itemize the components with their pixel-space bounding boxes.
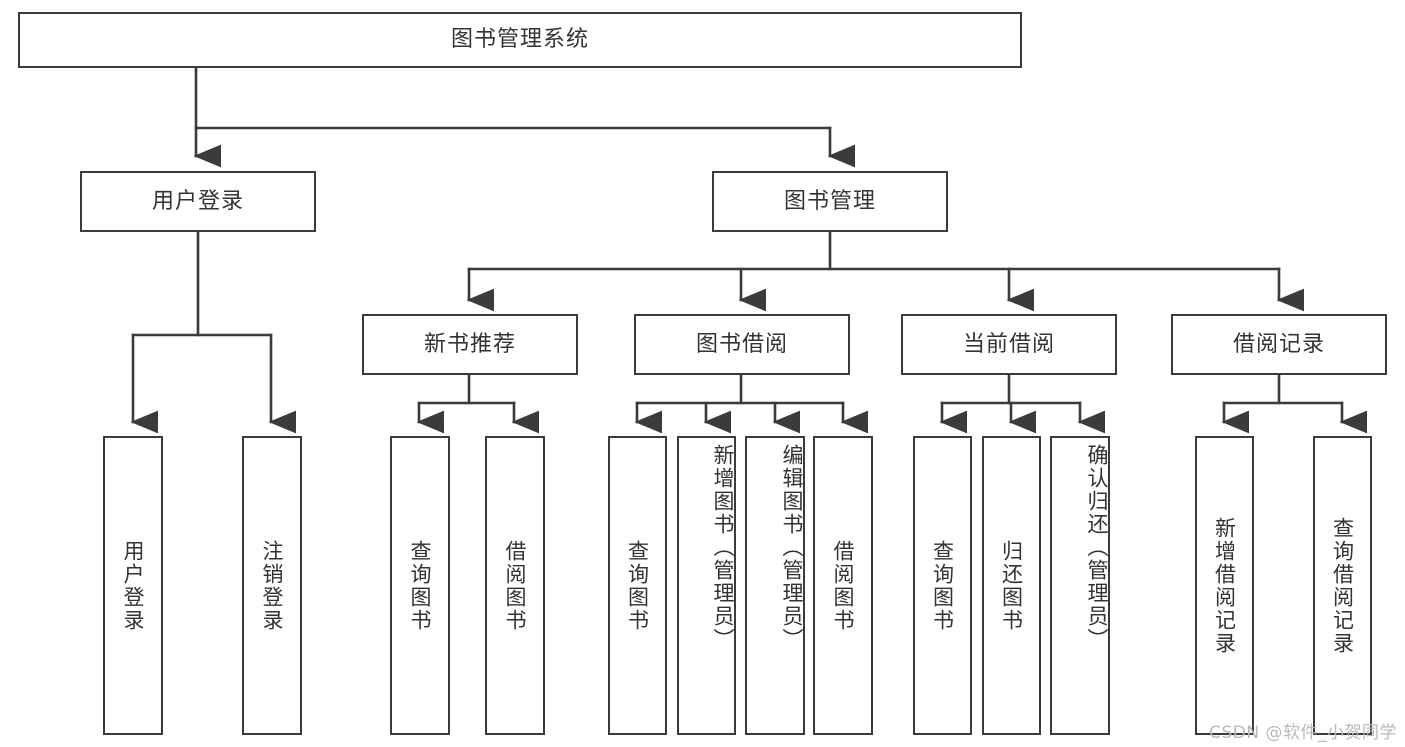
node-current-borrow[interactable]: 当前借阅: [901, 314, 1117, 375]
leaf-current-query-books-label: 查询图书: [930, 539, 955, 632]
node-borrow-record[interactable]: 借阅记录: [1171, 314, 1387, 375]
leaf-logout[interactable]: 注销登录: [242, 436, 302, 735]
node-current-borrow-label: 当前借阅: [962, 331, 1055, 357]
node-book-borrow[interactable]: 图书借阅: [634, 314, 850, 375]
leaf-current-return-books[interactable]: 归还图书: [982, 436, 1041, 735]
leaf-borrow-add-book-admin[interactable]: 新增图书（管理员）: [677, 436, 736, 735]
leaf-record-add-record-label: 新增借阅记录: [1212, 516, 1237, 655]
leaf-borrow-edit-book-admin[interactable]: 编辑图书（管理员）: [745, 436, 805, 735]
node-user-login[interactable]: 用户登录: [80, 171, 316, 232]
leaf-borrow-borrow-books[interactable]: 借阅图书: [813, 436, 873, 735]
leaf-record-add-record[interactable]: 新增借阅记录: [1195, 436, 1254, 735]
leaf-newbook-borrow-books[interactable]: 借阅图书: [485, 436, 545, 735]
leaf-borrow-add-book-admin-label: 新增图书（管理员）: [711, 444, 735, 651]
leaf-current-query-books[interactable]: 查询图书: [913, 436, 972, 735]
node-root-label: 图书管理系统: [450, 27, 589, 53]
node-new-book-recommend[interactable]: 新书推荐: [362, 314, 578, 375]
node-book-borrow-label: 图书借阅: [695, 331, 788, 357]
leaf-user-login-label: 用户登录: [121, 539, 146, 632]
leaf-borrow-query-books-label: 查询图书: [625, 539, 650, 632]
leaf-newbook-borrow-books-label: 借阅图书: [503, 539, 528, 632]
leaf-newbook-query-books-label: 查询图书: [408, 539, 433, 632]
node-book-management[interactable]: 图书管理: [712, 171, 948, 232]
leaf-current-confirm-return-admin[interactable]: 确认归还（管理员）: [1050, 436, 1110, 735]
node-book-management-label: 图书管理: [783, 188, 876, 214]
leaf-borrow-query-books[interactable]: 查询图书: [608, 436, 667, 735]
leaf-logout-label: 注销登录: [260, 539, 285, 632]
leaf-record-query-record-label: 查询借阅记录: [1330, 516, 1355, 655]
leaf-user-login[interactable]: 用户登录: [103, 436, 163, 735]
node-user-login-label: 用户登录: [151, 188, 244, 214]
node-borrow-record-label: 借阅记录: [1232, 331, 1325, 357]
leaf-current-confirm-return-admin-label: 确认归还（管理员）: [1085, 444, 1109, 651]
leaf-current-return-books-label: 归还图书: [999, 539, 1024, 632]
node-new-book-recommend-label: 新书推荐: [423, 331, 516, 357]
leaf-borrow-edit-book-admin-label: 编辑图书（管理员）: [780, 444, 804, 651]
leaf-borrow-borrow-books-label: 借阅图书: [831, 539, 856, 632]
node-root[interactable]: 图书管理系统: [18, 12, 1022, 68]
leaf-newbook-query-books[interactable]: 查询图书: [390, 436, 450, 735]
leaf-record-query-record[interactable]: 查询借阅记录: [1313, 436, 1372, 735]
